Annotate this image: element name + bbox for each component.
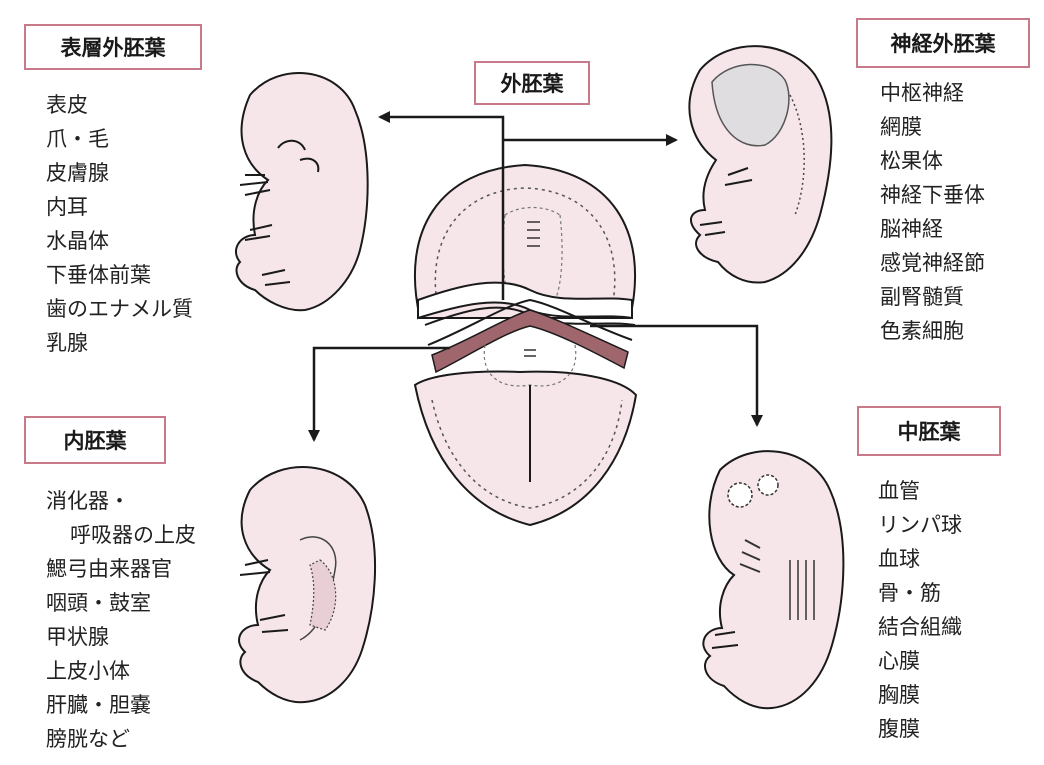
endoderm-title-box: 内胚葉 — [24, 416, 166, 464]
list-item: 腹膜 — [878, 717, 920, 741]
list-item: 下垂体前葉 — [46, 263, 151, 287]
list-item: 皮膚腺 — [46, 161, 109, 185]
list-item: 歯のエナメル質 — [46, 297, 193, 321]
list-item: 心膜 — [878, 649, 920, 673]
list-item: 結合組織 — [878, 615, 962, 639]
endoderm-title: 内胚葉 — [63, 429, 127, 453]
arrow-to-surface-ectoderm — [378, 111, 505, 300]
neural-ectoderm-list: 中枢神経 網膜 松果体 神経下垂体 脳神経 感覚神経節 副腎髄質 色素細胞 — [880, 76, 985, 348]
surface-ectoderm-title-box: 表層外胚葉 — [24, 24, 202, 70]
embryo-surface-ectoderm — [235, 72, 369, 312]
list-item: 消化器・ — [46, 489, 130, 513]
list-item: 表皮 — [46, 93, 88, 117]
surface-ectoderm-title: 表層外胚葉 — [60, 36, 166, 60]
list-item: 網膜 — [880, 115, 922, 139]
amniotic-cavity — [413, 163, 637, 319]
embryo-endoderm — [238, 466, 376, 704]
list-item: 内耳 — [46, 195, 88, 219]
neural-ectoderm-title-box: 神経外胚葉 — [856, 18, 1030, 68]
list-item: 上皮小体 — [46, 659, 130, 683]
mesoderm-title: 中胚葉 — [897, 420, 961, 444]
list-item: 胸膜 — [878, 683, 920, 707]
arrow-to-endoderm — [308, 346, 450, 442]
list-item: 神経下垂体 — [880, 183, 985, 207]
list-item: 脳神経 — [880, 217, 943, 241]
list-item: 爪・毛 — [46, 127, 109, 151]
list-item: 咽頭・鼓室 — [46, 591, 151, 615]
list-item: 中枢神経 — [880, 81, 964, 105]
neural-ectoderm-title: 神経外胚葉 — [890, 32, 996, 56]
amnion-dotted — [434, 187, 616, 309]
list-item: 副腎髄質 — [880, 285, 964, 309]
mesoderm-title-box: 中胚葉 — [857, 406, 1001, 456]
list-item: 呼吸器の上皮 — [70, 523, 196, 547]
yolk-sac-dotted — [431, 399, 623, 509]
list-item: 血管 — [878, 479, 920, 503]
list-item: 松果体 — [880, 149, 943, 173]
list-item: 色素細胞 — [880, 319, 964, 343]
yolk-sac — [413, 370, 638, 527]
ectoderm-center-label: 外胚葉 — [474, 61, 590, 105]
somite-ticks — [527, 221, 540, 247]
arrow-to-mesoderm — [590, 324, 763, 427]
endoderm-list: 消化器・ 呼吸器の上皮 鰓弓由来器官 咽頭・鼓室 甲状腺 上皮小体 肝臓・胆嚢 … — [46, 484, 196, 756]
list-item: 甲状腺 — [46, 625, 109, 649]
connector-arrows — [308, 111, 763, 442]
list-item: 乳腺 — [46, 331, 88, 355]
embryo-mesoderm — [702, 450, 845, 710]
list-item: 膀胱など — [46, 727, 130, 751]
list-item: 骨・筋 — [878, 581, 941, 605]
surface-ectoderm-list: 表皮 爪・毛 皮膚腺 内耳 水晶体 下垂体前葉 歯のエナメル質 乳腺 — [46, 88, 193, 360]
mesoderm-band — [431, 309, 629, 374]
list-item: 肝臓・胆嚢 — [46, 693, 151, 717]
mesoderm-list: 血管 リンパ球 血球 骨・筋 結合組織 心膜 胸膜 腹膜 — [878, 474, 962, 746]
list-item: 鰓弓由来器官 — [46, 557, 172, 581]
list-item: リンパ球 — [878, 513, 962, 537]
ectoderm-center-text: 外胚葉 — [500, 72, 564, 96]
central-cross-section — [413, 163, 638, 527]
list-item: 感覚神経節 — [880, 251, 985, 275]
embryo-neural-ectoderm — [688, 45, 833, 284]
list-item: 水晶体 — [46, 229, 109, 253]
list-item: 血球 — [878, 547, 920, 571]
